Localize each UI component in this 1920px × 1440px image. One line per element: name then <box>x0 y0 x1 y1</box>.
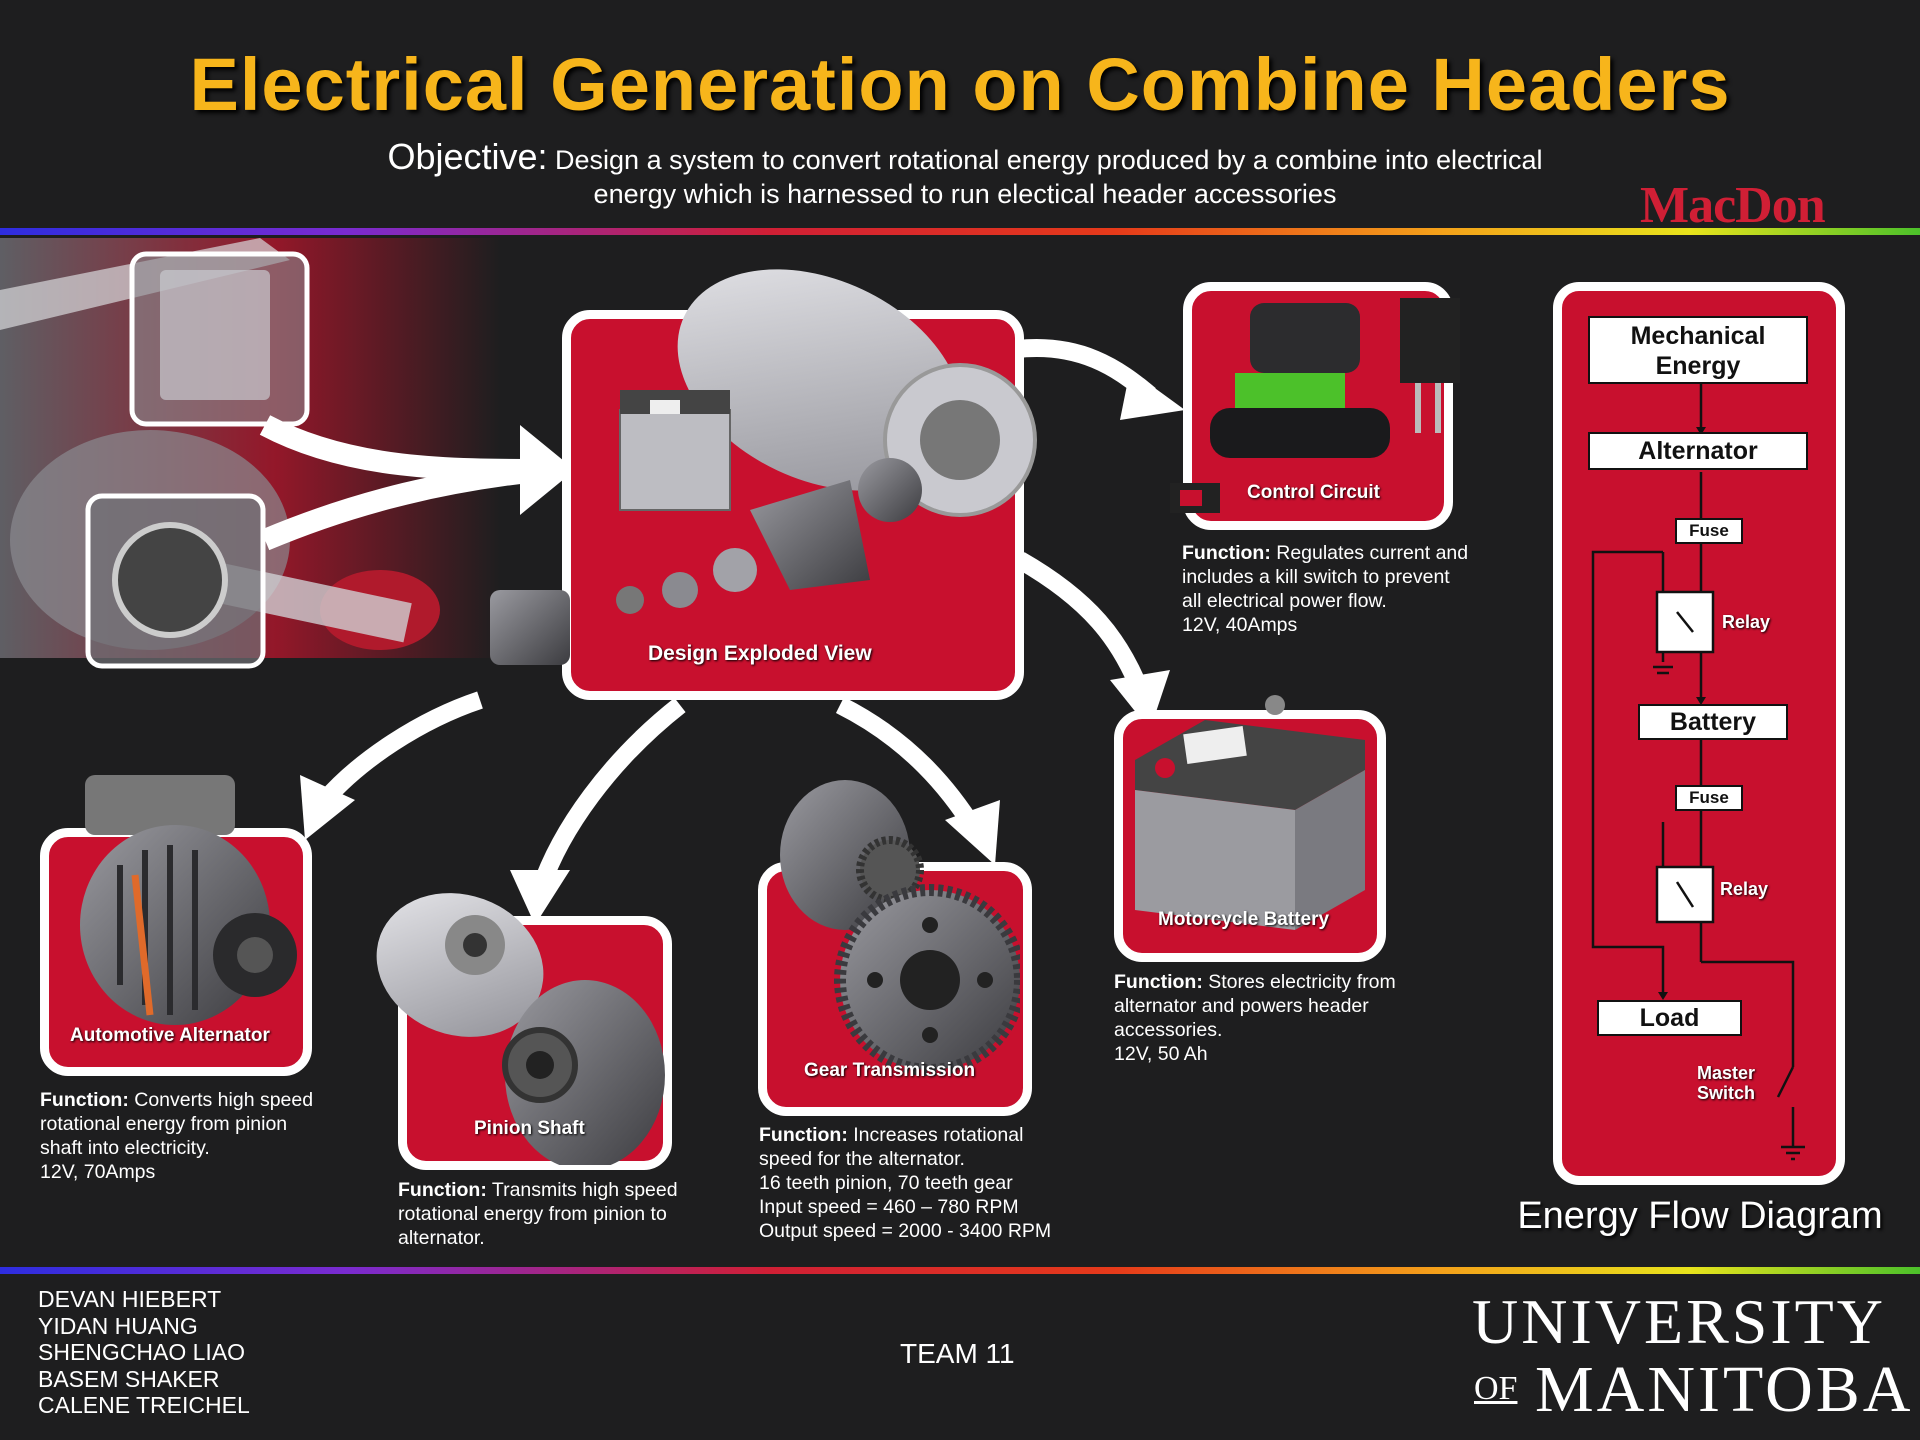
team-members: DEVAN HIEBERT YIDAN HUANG SHENGCHAO LIAO… <box>38 1286 250 1419</box>
flow-relay-1: Relay <box>1722 612 1771 632</box>
university-line-2: MANITOBA <box>1535 1353 1914 1426</box>
gear-label: Gear Transmission <box>804 1060 976 1081</box>
gear-spec-3: Output speed = 2000 - 3400 RPM <box>759 1220 1052 1242</box>
member-5: CALENE TREICHEL <box>38 1392 250 1418</box>
alternator-function-text-1: Converts high speed <box>134 1089 314 1111</box>
gear-render <box>780 780 1020 1076</box>
control-circuit-label: Control Circuit <box>1247 482 1380 503</box>
objective-text: Objective: Design a system to convert ro… <box>300 139 1630 211</box>
flow-mechanical-energy: Mechanical Energy <box>1588 316 1808 384</box>
alternator-function-text-2: rotational energy from pinion <box>40 1113 288 1135</box>
gear-description: Function: Increases rotational speed for… <box>759 1123 1051 1243</box>
alternator-description: Function: Converts high speed rotational… <box>40 1088 313 1184</box>
battery-function-text-2: alternator and powers header <box>1114 995 1369 1017</box>
pinion-function-text-1: Transmits high speed <box>491 1179 678 1201</box>
objective-line-1: Design a system to convert rotational en… <box>555 145 1543 175</box>
battery-description: Function: Stores electricity from altern… <box>1114 970 1396 1066</box>
pinion-function-text-2: rotational energy from pinion to <box>398 1203 667 1225</box>
energy-flow-title: Energy Flow Diagram <box>1517 1195 1883 1237</box>
battery-render <box>1135 695 1365 930</box>
control-function-text-3: all electrical power flow. <box>1182 590 1387 612</box>
alternator-label: Automotive Alternator <box>70 1025 270 1046</box>
team-number: TEAM 11 <box>900 1338 1015 1369</box>
battery-function-label: Function: <box>1114 971 1203 993</box>
member-3: SHENGCHAO LIAO <box>38 1339 246 1365</box>
pinion-description: Function: Transmits high speed rotationa… <box>398 1178 678 1250</box>
alternator-spec: 12V, 70Amps <box>40 1161 156 1183</box>
member-1: DEVAN HIEBERT <box>38 1286 222 1312</box>
poster-title: Electrical Generation on Combine Headers <box>189 43 1731 126</box>
control-spec: 12V, 40Amps <box>1182 614 1298 636</box>
alternator-function-label: Function: <box>40 1089 129 1111</box>
bottom-rainbow-divider <box>0 1267 1920 1274</box>
gear-spec-2: Input speed = 460 – 780 RPM <box>759 1196 1019 1218</box>
member-2: YIDAN HUANG <box>38 1312 198 1339</box>
gear-spec-1: 16 teeth pinion, 70 teeth gear <box>759 1172 1013 1194</box>
flow-relay-2: Relay <box>1720 879 1769 899</box>
flow-alternator: Alternator <box>1588 432 1808 470</box>
arrow-to-alternator <box>318 691 483 806</box>
control-function-label: Function: <box>1182 542 1271 564</box>
battery-spec: 12V, 50 Ah <box>1114 1043 1208 1065</box>
battery-function-text-3: accessories. <box>1114 1019 1223 1041</box>
flow-fuse-2: Fuse <box>1675 785 1743 811</box>
objective-label: Objective: <box>387 136 548 177</box>
member-4: BASEM SHAKER <box>38 1365 220 1392</box>
pinion-function-text-3: alternator. <box>398 1227 485 1249</box>
flow-fuse-1: Fuse <box>1675 518 1743 544</box>
gear-function-text-1: Increases rotational <box>853 1124 1024 1146</box>
exploded-view-label: Design Exploded View <box>648 642 872 665</box>
alternator-render <box>80 775 297 1025</box>
alternator-function-text-3: shaft into electricity. <box>40 1137 210 1159</box>
pinion-label: Pinion Shaft <box>474 1118 585 1139</box>
flow-battery: Battery <box>1638 704 1788 740</box>
control-circuit-render <box>1170 298 1460 513</box>
exploded-view-render <box>490 269 1037 665</box>
battery-function-text-1: Stores electricity from <box>1208 971 1396 993</box>
macdon-logo: MacDon <box>1640 177 1826 234</box>
flow-master-switch: Master Switch <box>1697 1063 1756 1103</box>
battery-label: Motorcycle Battery <box>1158 909 1330 930</box>
energy-flow-wiring <box>1591 382 1805 1161</box>
gear-function-text-2: speed for the alternator. <box>759 1148 965 1170</box>
university-of: OF <box>1474 1370 1518 1407</box>
flow-load: Load <box>1597 1000 1742 1036</box>
top-rainbow-divider <box>0 228 1920 235</box>
arrow-to-battery <box>1015 552 1149 694</box>
university-line-1: UNIVERSITY <box>1472 1286 1886 1357</box>
arrow-combine-bottom <box>260 459 547 551</box>
control-circuit-description: Function: Regulates current and includes… <box>1182 541 1468 637</box>
gear-function-label: Function: <box>759 1124 848 1146</box>
pinion-render <box>376 893 665 1165</box>
objective-line-2: energy which is harnessed to run electic… <box>593 179 1337 209</box>
control-function-text-2: includes a kill switch to prevent <box>1182 566 1450 588</box>
arrow-to-pinion <box>531 697 686 893</box>
pinion-function-label: Function: <box>398 1179 487 1201</box>
control-function-text-1: Regulates current and <box>1276 542 1469 564</box>
